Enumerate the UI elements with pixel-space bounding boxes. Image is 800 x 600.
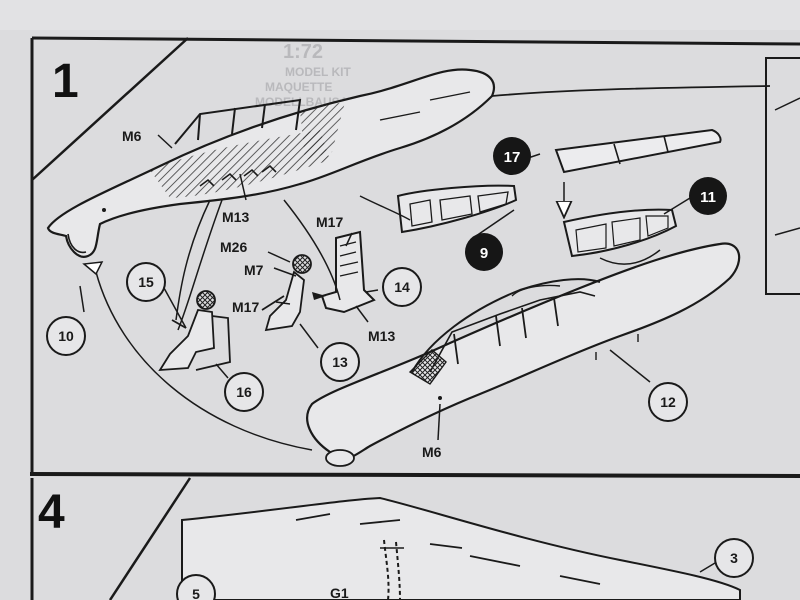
right-edge-panel [765,57,800,295]
step-4-panel: 4 G1 5 3 [30,477,754,600]
callout-17: 17 [493,137,531,175]
lower-fuselage-half [306,242,741,467]
callout-12: 12 [648,382,688,422]
svg-text:9: 9 [480,245,488,262]
label-m6-bottom: M6 [422,444,442,460]
upper-fuselage-half [46,68,496,258]
windscreen-part-11 [562,208,678,258]
cover-part-17 [554,128,722,174]
part-labels: M6 M13 M17 M26 M7 M17 M13 M6 [122,128,442,460]
callout-16: 16 [224,372,264,412]
svg-text:13: 13 [332,354,348,370]
pilot-seated-16 [158,290,231,372]
svg-text:17: 17 [504,149,521,166]
showthrough-scale: 1:72 [283,41,323,63]
label-m17-mid: M17 [232,299,259,315]
callout-11: 11 [689,177,727,215]
filled-callouts: 9 11 17 [465,137,727,271]
showthrough-text: 1:72 MODEL KIT MAQUETTE MODELLBAUSATZ [255,41,362,109]
svg-text:15: 15 [138,274,154,290]
svg-text:11: 11 [700,189,716,206]
callout-3: 3 [714,538,754,578]
label-m13-bottom: M13 [368,328,395,344]
label-g1: G1 [330,585,349,600]
label-m17-top: M17 [316,214,343,230]
step-4-number: 4 [38,486,65,539]
open-callouts: 15 10 16 13 14 12 [46,262,688,422]
callout-14: 14 [382,267,422,307]
canopy-part-9 [396,184,518,234]
step-1-panel: 1 [29,36,800,478]
label-m26: M26 [220,239,247,255]
svg-text:10: 10 [58,328,74,344]
label-m6-top: M6 [122,128,142,144]
step-1-number: 1 [52,55,79,108]
showthrough-line: MODEL KIT [285,65,351,79]
callout-9: 9 [465,233,503,271]
label-m7: M7 [244,262,264,278]
callout-5: 5 [176,574,216,600]
svg-text:5: 5 [192,586,200,600]
ejection-seat-14 [320,230,376,314]
leader-lines [79,134,691,451]
callout-13: 13 [320,342,360,382]
svg-text:16: 16 [236,384,252,400]
showthrough-line: MAQUETTE [265,80,332,94]
callout-15: 15 [126,262,166,302]
svg-text:12: 12 [660,394,676,410]
svg-text:14: 14 [394,279,410,295]
svg-text:3: 3 [730,550,738,566]
callout-10: 10 [46,316,86,356]
label-m13-top: M13 [222,209,249,225]
